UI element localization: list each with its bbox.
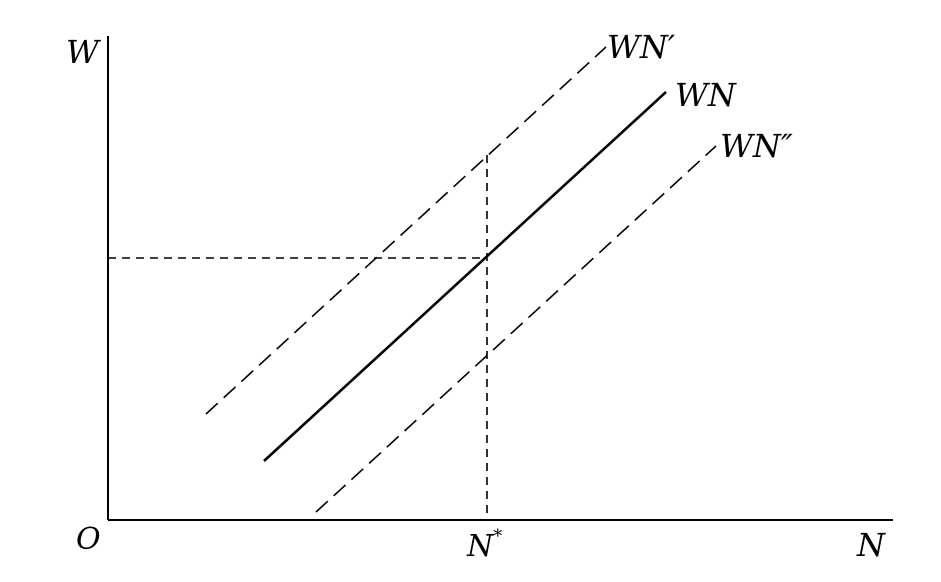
wn-curve — [263, 91, 667, 462]
origin-label: O — [76, 522, 101, 557]
wn-prime-curve — [205, 46, 607, 415]
wn-label: WN — [675, 76, 737, 114]
wn-double-prime-curve — [315, 145, 717, 513]
wn-prime-label: WN′ — [607, 28, 676, 66]
x-axis-label: N — [856, 526, 886, 564]
y-axis-label: W — [66, 33, 102, 71]
wn-double-prime-label: WN″ — [720, 127, 793, 165]
equilibrium-n-label: N* — [466, 526, 502, 564]
